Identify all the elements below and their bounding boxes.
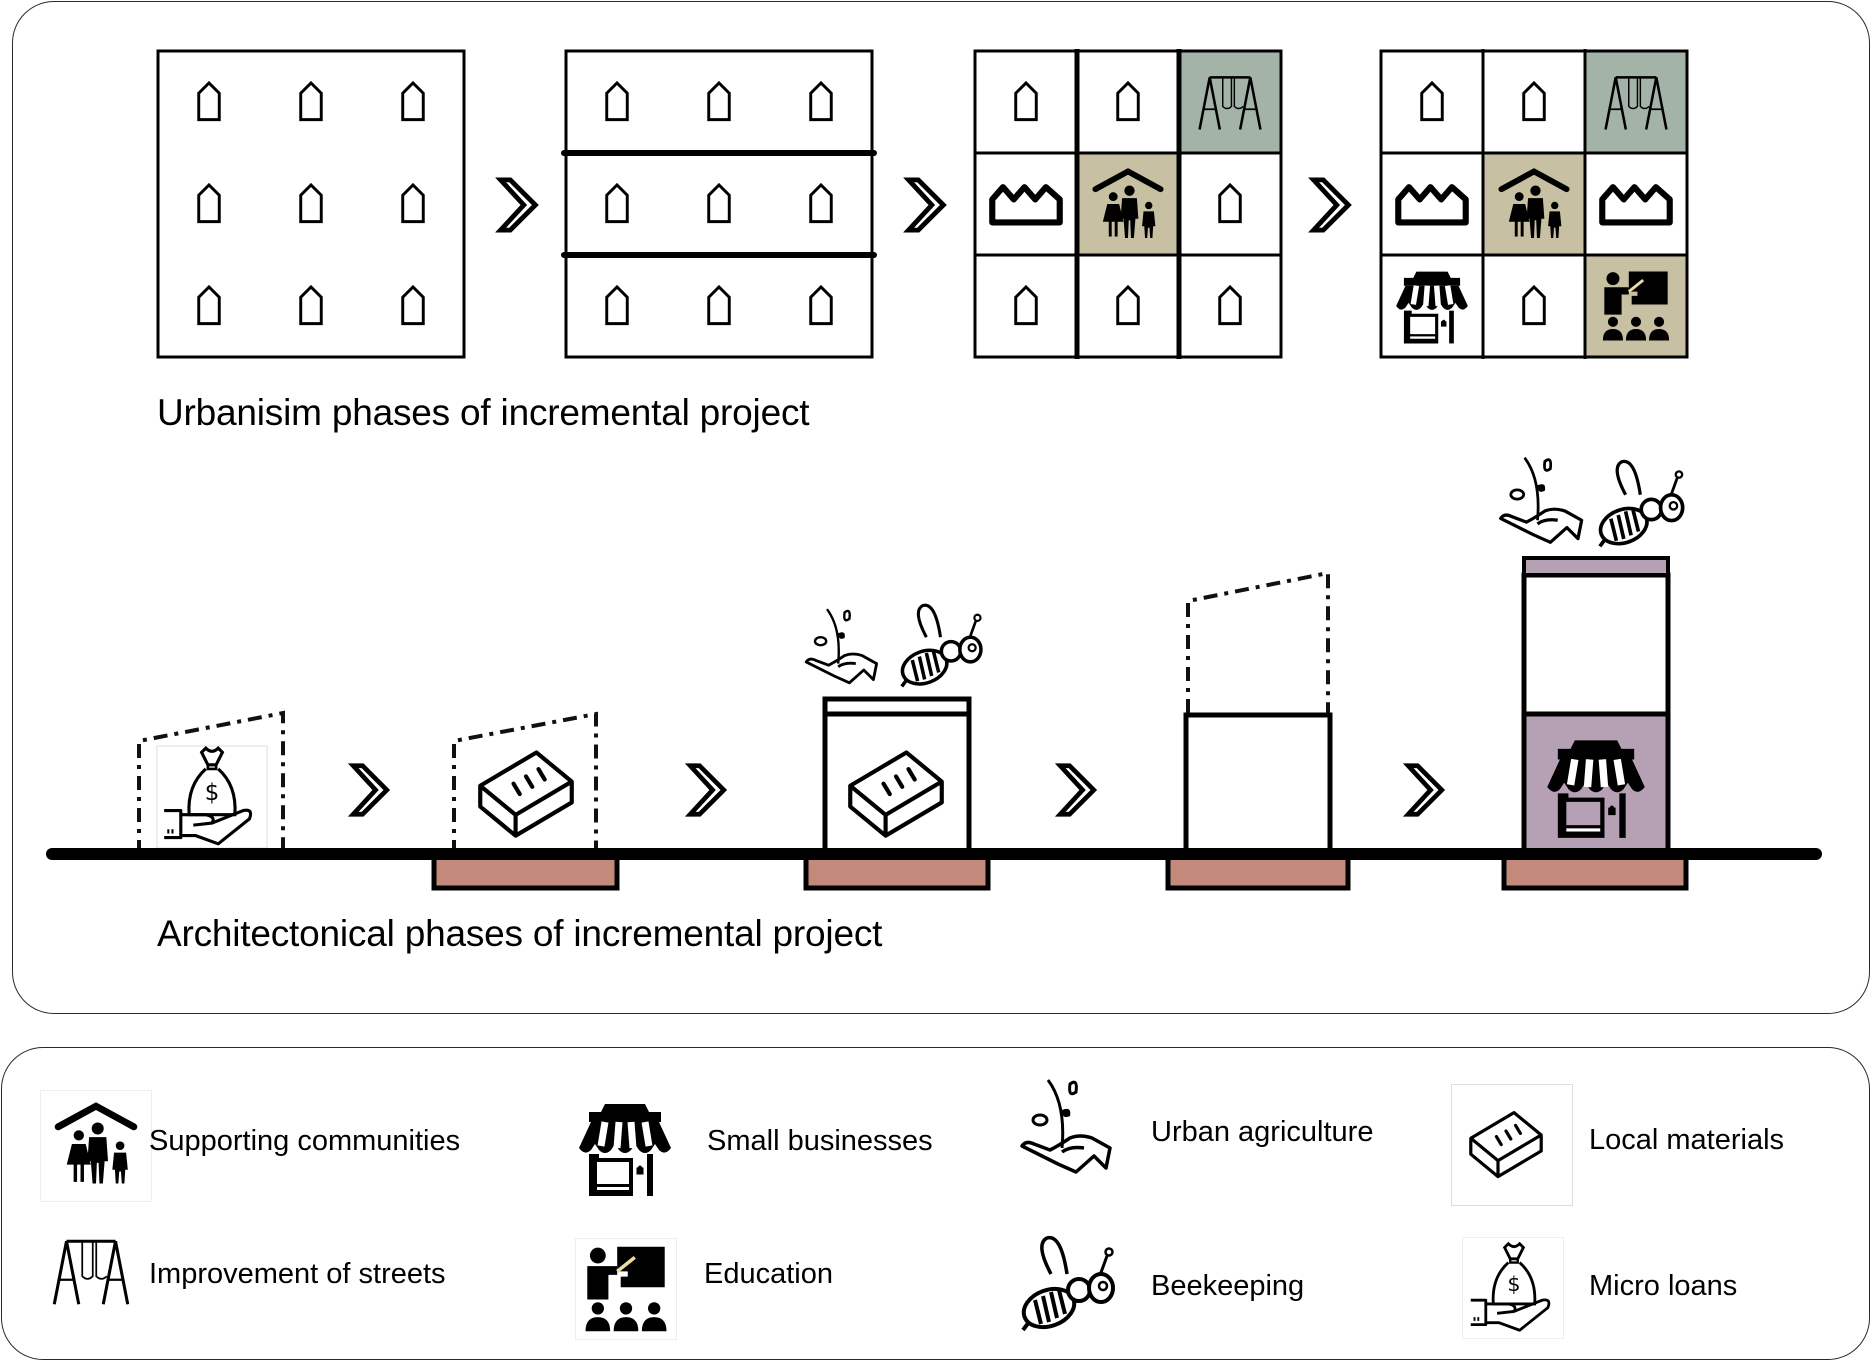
house-icon xyxy=(1218,183,1242,224)
architecture-phases-diagram xyxy=(46,455,1822,891)
planned-outline xyxy=(452,711,598,854)
cell-fill xyxy=(1585,51,1687,153)
foundation xyxy=(803,853,991,891)
urbanism-phases-diagram xyxy=(156,49,1689,359)
plant-hand-icon xyxy=(1498,455,1584,545)
urbanism-phase-2 xyxy=(561,49,877,359)
legend-label: Supporting communities xyxy=(149,1125,461,1157)
brick-icon xyxy=(480,752,572,835)
factory-icon xyxy=(992,187,1059,222)
building-outline xyxy=(1183,712,1333,857)
arch-phase-3 xyxy=(804,603,983,857)
plant-hand-icon xyxy=(1020,1078,1112,1174)
house-icon xyxy=(1014,285,1038,326)
arch-phase-5 xyxy=(1498,455,1683,857)
planned-outline xyxy=(137,710,285,854)
house-icon xyxy=(809,285,833,326)
arch-phase-1 xyxy=(137,710,285,854)
legend-label: Education xyxy=(704,1258,833,1290)
house-icon xyxy=(707,183,731,224)
chevron-icon xyxy=(1314,180,1349,230)
house-icon xyxy=(707,81,731,122)
house-icon xyxy=(299,285,323,326)
upper-floor xyxy=(1521,572,1671,717)
chevron-icon xyxy=(690,766,724,815)
factory-icon xyxy=(1398,187,1465,222)
house-icon xyxy=(1522,81,1546,122)
factory-icon xyxy=(1602,187,1669,222)
house-icon xyxy=(401,183,425,224)
house-icon xyxy=(197,285,221,326)
house-icon xyxy=(401,285,425,326)
house-icon xyxy=(401,81,425,122)
house-icon xyxy=(605,81,629,122)
urbanism-phase-4 xyxy=(1379,49,1689,359)
shop-icon xyxy=(570,1096,680,1206)
house-icon xyxy=(299,81,323,122)
legend-label: Local materials xyxy=(1589,1124,1785,1156)
legend-panel xyxy=(1,1047,1870,1360)
grid-border xyxy=(1379,49,1689,359)
urbanism-phase-1 xyxy=(156,49,466,359)
planned-extension xyxy=(1186,570,1330,713)
grid-border xyxy=(156,49,466,359)
house-icon xyxy=(1014,81,1038,122)
foundation xyxy=(431,853,620,891)
foundation xyxy=(1501,853,1689,891)
bee-icon xyxy=(1596,461,1683,549)
legend-label: Urban agriculture xyxy=(1151,1116,1374,1148)
legend-label: Micro loans xyxy=(1589,1270,1738,1302)
architecture-title: Architectonical phases of incremental pr… xyxy=(157,913,883,954)
chevron-icon xyxy=(1408,766,1442,815)
chevron-icon xyxy=(1060,766,1094,815)
foundation xyxy=(1165,853,1351,891)
money-bag-hand-icon xyxy=(1462,1237,1564,1339)
plant-hand-icon xyxy=(804,607,879,685)
legend-label: Improvement of streets xyxy=(149,1258,446,1290)
house-icon xyxy=(605,285,629,326)
legend-label: Beekeeping xyxy=(1151,1270,1305,1302)
house-icon xyxy=(707,285,731,326)
house-icon xyxy=(1420,81,1444,122)
urbanism-phase-3 xyxy=(973,49,1283,359)
education-icon xyxy=(575,1238,677,1340)
chevron-icon xyxy=(501,180,536,230)
grid-border xyxy=(564,49,874,359)
house-icon xyxy=(197,183,221,224)
roof-band xyxy=(1522,556,1670,577)
house-icon xyxy=(1218,285,1242,326)
chevron-icon xyxy=(909,180,944,230)
house-icon xyxy=(809,183,833,224)
brick-icon xyxy=(1451,1084,1573,1206)
arch-phase-2 xyxy=(452,711,598,854)
cell-fill xyxy=(1179,51,1281,153)
grid-border xyxy=(973,49,1283,359)
house-icon xyxy=(1522,285,1546,326)
bee-icon xyxy=(895,603,983,690)
house-icon xyxy=(299,183,323,224)
house-icon xyxy=(1116,81,1140,122)
urbanism-title: Urbanisim phases of incremental project xyxy=(157,392,810,433)
arch-phase-4 xyxy=(1183,570,1333,857)
swing-icon xyxy=(52,1239,130,1306)
shop-icon xyxy=(1396,272,1468,344)
chevron-icon xyxy=(353,766,387,815)
community-icon xyxy=(40,1090,152,1202)
house-icon xyxy=(197,81,221,122)
legend-label: Small businesses xyxy=(707,1125,933,1157)
cell-fill xyxy=(1585,255,1687,357)
bee-icon xyxy=(1021,1235,1115,1334)
house-icon xyxy=(1116,285,1140,326)
house-icon xyxy=(809,81,833,122)
house-icon xyxy=(605,183,629,224)
